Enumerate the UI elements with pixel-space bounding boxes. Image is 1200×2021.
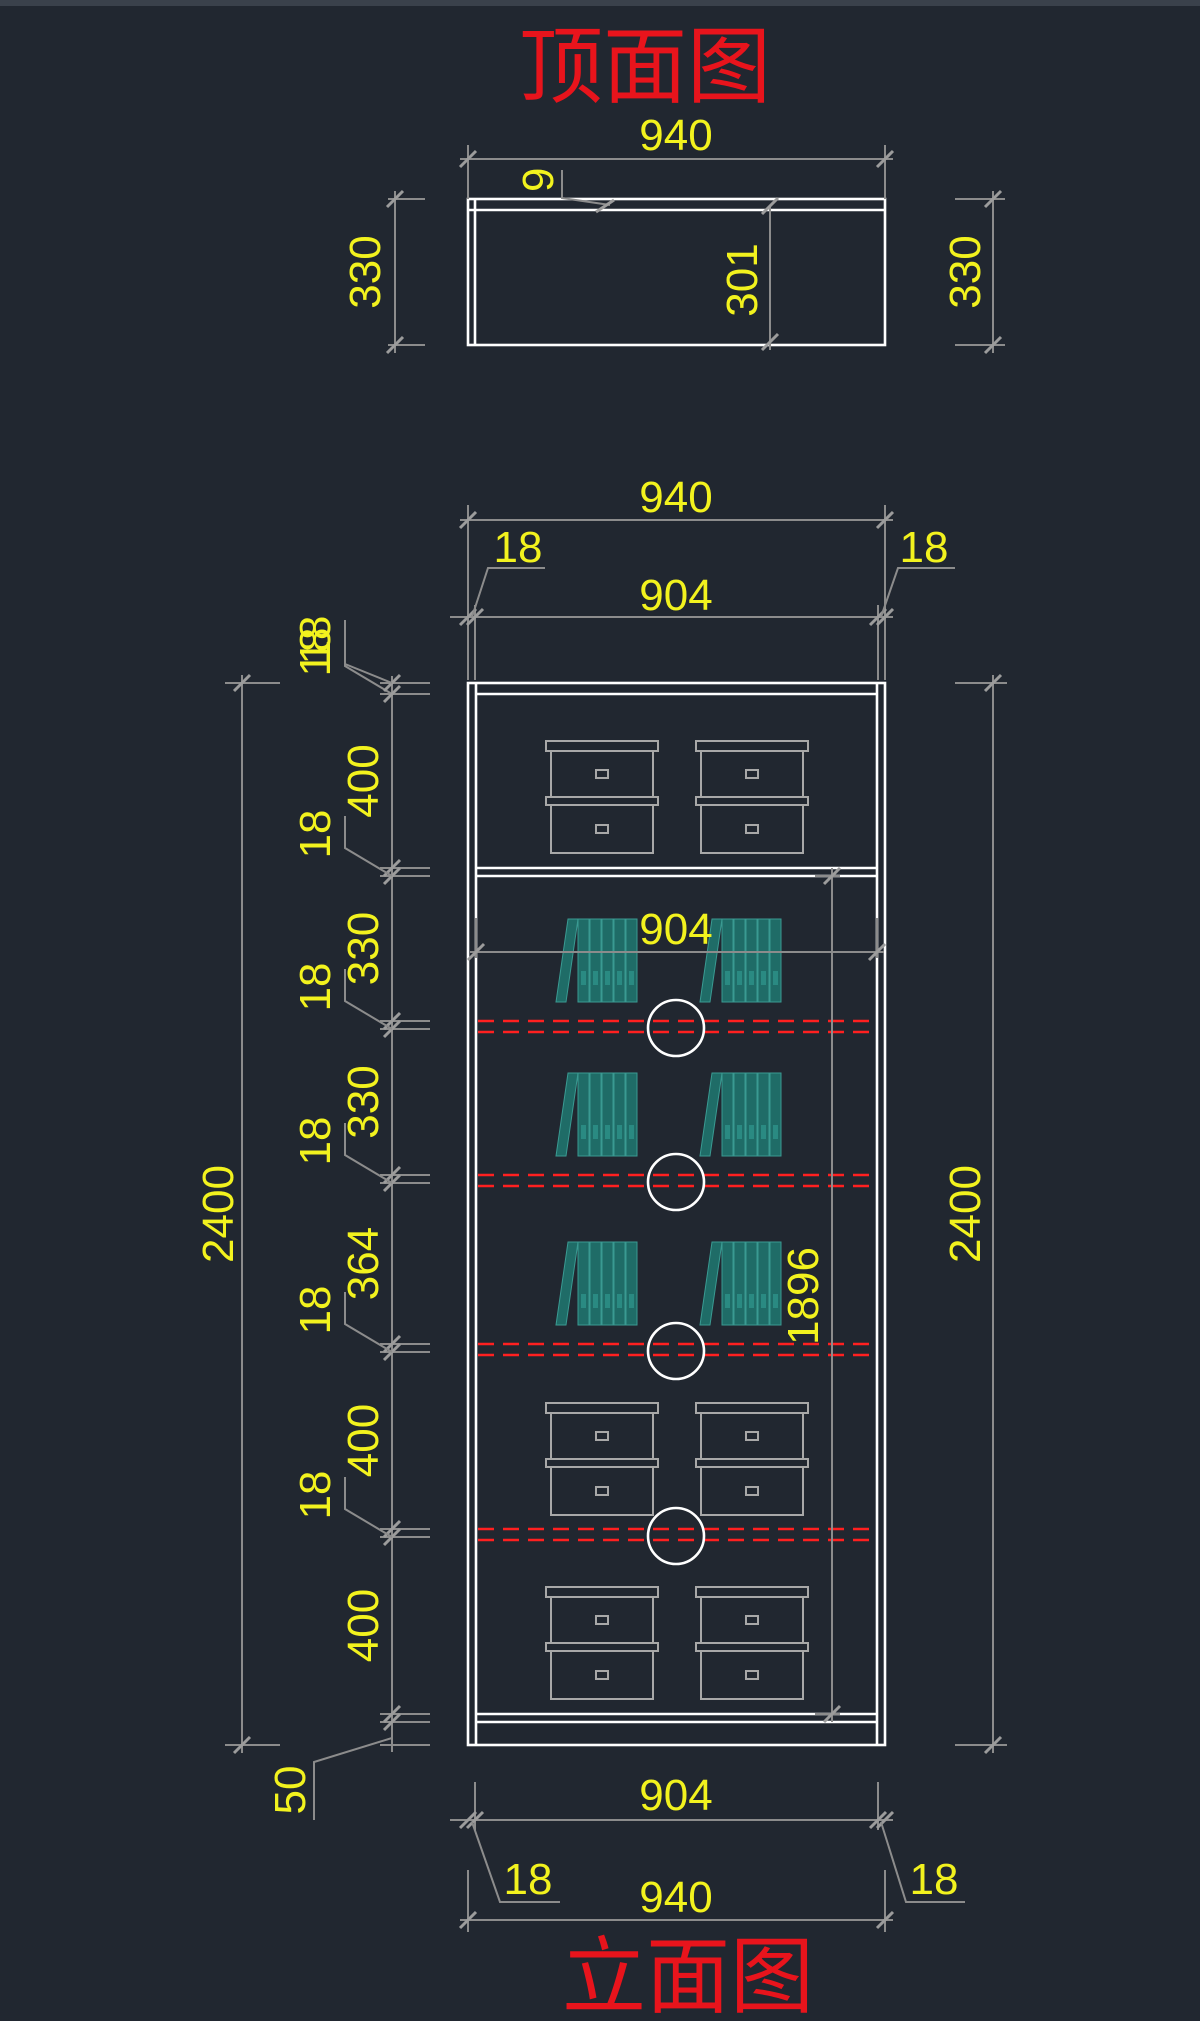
shelf-pin-circle [646, 1321, 706, 1381]
total-height-left-label: 2400 [194, 1165, 243, 1263]
panel-thickness-label: 18 [291, 1117, 340, 1166]
section-height-label: 330 [339, 912, 388, 985]
elevation-bottom-dimensions: 904 940 18 18 [450, 1771, 965, 1932]
elevation-bottom-left-panel-label: 18 [504, 1855, 553, 1904]
storage-box [545, 1586, 659, 1700]
panel-thickness-label: 18 [291, 810, 340, 859]
top-view: 940 9 330 330 301 [341, 111, 1005, 355]
binder-group [555, 1072, 638, 1157]
inner-width-dimension: 904 [466, 905, 887, 962]
binder-groups [555, 918, 782, 1326]
section-height-label: 400 [339, 744, 388, 817]
total-height-right-dimension: 2400 [941, 673, 1007, 1755]
panel-thickness-label: 18 [291, 1471, 340, 1520]
elevation-top-right-panel-label: 18 [900, 523, 949, 572]
elevation-top-width-940-label: 940 [639, 473, 712, 522]
shelf-pin-circle [646, 1506, 706, 1566]
elevation-top-dimensions: 940 904 18 18 [450, 473, 955, 680]
panel-thickness-label: 18 [291, 616, 340, 665]
shelf-pin-circle [646, 998, 706, 1058]
binder-group [699, 918, 782, 1003]
binder-group [699, 1072, 782, 1157]
top-view-title: 顶面图 [519, 18, 771, 116]
panel-thickness-label: 18 [291, 963, 340, 1012]
elevation-bottom-width-940-label: 940 [639, 1873, 712, 1922]
section-height-label: 400 [339, 1589, 388, 1662]
cabinet-elevation [466, 681, 887, 1747]
shelf-pin-circle [646, 1152, 706, 1212]
plinth-dimension: 50 [266, 1737, 393, 1820]
binder-group [699, 1241, 782, 1326]
storage-box [695, 1402, 809, 1516]
storage-box [545, 1402, 659, 1516]
total-height-left-dimension: 2400 [194, 673, 280, 1755]
top-view-outline [466, 197, 887, 347]
top-view-inner-depth-label: 301 [718, 243, 767, 316]
panel-thickness-label: 18 [291, 628, 340, 677]
panel-thickness-label: 18 [291, 1286, 340, 1335]
elevation-top-left-panel-label: 18 [494, 523, 543, 572]
cabinet-outline [466, 681, 887, 1747]
top-view-depth-left-label: 330 [341, 235, 390, 308]
top-view-thickness-label: 9 [514, 168, 563, 192]
elevation-bottom-right-panel-label: 18 [910, 1855, 959, 1904]
section-height-label: 330 [339, 1065, 388, 1138]
binder-group [555, 918, 638, 1003]
elevation-view-title: 立面图 [562, 1928, 814, 2021]
inner-height-dimension: 1896 [779, 866, 842, 1724]
top-view-depth-right-label: 330 [941, 235, 990, 308]
section-height-label: 364 [339, 1227, 388, 1300]
storage-box [545, 740, 659, 854]
binder-group [555, 1241, 638, 1326]
storage-box [695, 1586, 809, 1700]
total-height-right-label: 2400 [941, 1165, 990, 1263]
inner-width-label: 904 [639, 905, 712, 954]
storage-box [695, 740, 809, 854]
storage-boxes [545, 740, 809, 1700]
adjustable-shelves [478, 998, 876, 1566]
inner-height-label: 1896 [779, 1247, 828, 1345]
elevation-bottom-width-904-label: 904 [639, 1771, 712, 1820]
plinth-label: 50 [266, 1766, 315, 1815]
top-view-width-label: 940 [639, 111, 712, 160]
window-top-bar [0, 0, 1200, 6]
elevation-top-width-904-label: 904 [639, 571, 712, 620]
section-height-label: 400 [339, 1404, 388, 1477]
